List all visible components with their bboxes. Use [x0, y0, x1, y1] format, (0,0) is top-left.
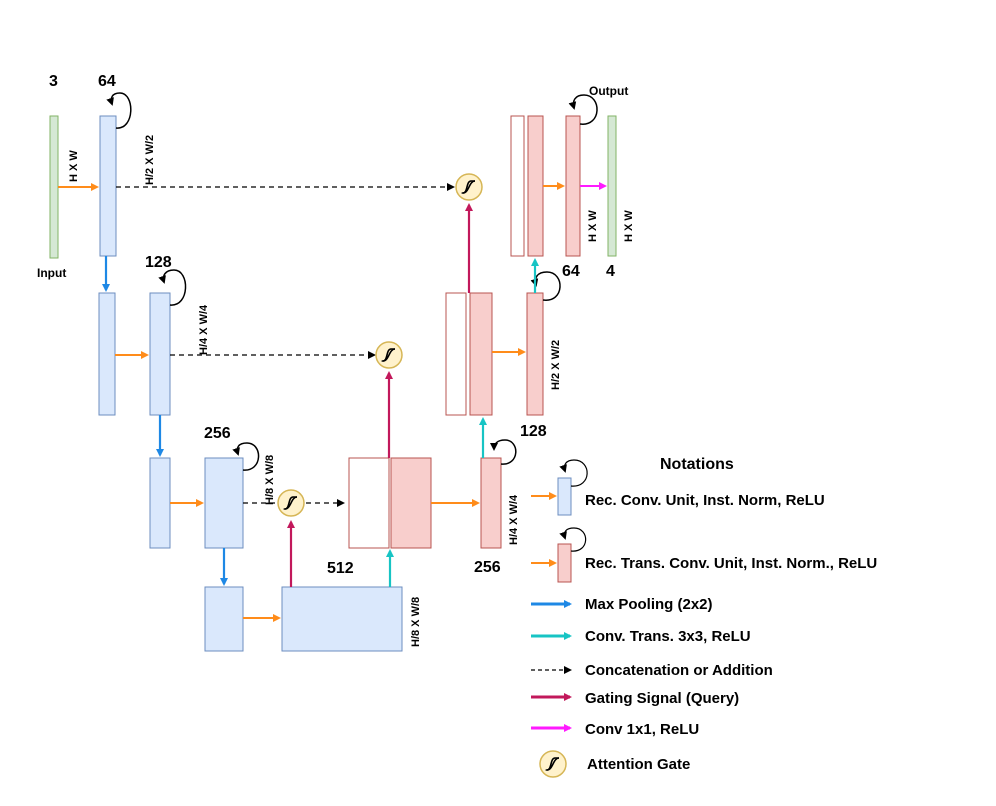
enc3-channels-label: 256: [204, 425, 231, 442]
notations-title: Notations: [660, 456, 734, 473]
dec3-dim-label: H/4 X W/4: [508, 494, 520, 545]
enc3-recurrent-loop: [232, 442, 260, 471]
attention-gate-3-icon: [277, 489, 305, 517]
enc3-block: [204, 457, 244, 549]
legend-conv1x1-text: Conv 1x1, ReLU: [585, 721, 699, 738]
dec3-block: [480, 457, 502, 549]
dec1-concat-up-block: [527, 115, 544, 257]
legend-rec-trans-text: Rec. Trans. Conv. Unit, Inst. Norm., ReL…: [585, 555, 877, 572]
legend-rec-trans-block: [557, 543, 572, 583]
dec1-channels-label: 64: [562, 263, 580, 280]
legend-concat-text: Concatenation or Addition: [585, 662, 773, 679]
output-channels-label: 4: [606, 263, 615, 280]
bottleneck-channels-label: 512: [327, 560, 354, 577]
enc2-block: [149, 292, 171, 416]
dec2-dim-label: H/2 X W/2: [550, 340, 562, 390]
enc2-channels-label: 128: [145, 254, 172, 271]
enc3-pool-block: [149, 457, 171, 549]
output-label: Output: [589, 84, 628, 98]
dec1-concat-skip-block: [510, 115, 525, 257]
dec3-concat-up-block: [390, 457, 432, 549]
enc1-block: [99, 115, 117, 257]
dec3-channels-label: 256: [474, 559, 501, 576]
attention-gate-1-icon: [455, 173, 483, 201]
legend-gating-text: Gating Signal (Query): [585, 690, 739, 707]
enc3-dim-label: H/8 X W/8: [264, 455, 276, 505]
notations-legend: Notations Rec. Conv. Unit, Inst. Norm, R…: [531, 456, 877, 778]
output-dim-label: H X W: [623, 210, 635, 242]
legend-attention-text: Attention Gate: [587, 756, 690, 773]
dec3-concat-skip-block: [348, 457, 390, 549]
dec2-channels-label: 128: [520, 423, 547, 440]
legend-convtrans-text: Conv. Trans. 3x3, ReLU: [585, 628, 751, 645]
legend-rec-conv-loop: [559, 459, 588, 487]
legend-rec-trans-loop: [559, 527, 587, 552]
input-channels-label: 3: [49, 73, 58, 90]
input-block: [49, 115, 59, 259]
dec1-recurrent-loop: [568, 94, 598, 125]
legend-rec-conv-text: Rec. Conv. Unit, Inst. Norm, ReLU: [585, 492, 825, 509]
bottleneck-dim-label: H/8 X W/8: [410, 597, 422, 647]
dec1-block: [565, 115, 581, 257]
input-dim-label: H X W: [68, 150, 80, 182]
dec2-concat-up-block: [469, 292, 493, 416]
legend-attention-gate-icon: [539, 750, 567, 778]
dec2-block: [526, 292, 544, 416]
enc1-dim-label: H/2 X W/2: [144, 135, 156, 185]
input-label: Input: [37, 266, 66, 280]
legend-maxpool-text: Max Pooling (2x2): [585, 596, 713, 613]
dec2-concat-skip-block: [445, 292, 467, 416]
dec3-recurrent-loop: [490, 439, 517, 465]
legend-rec-conv-block: [557, 477, 572, 516]
enc2-recurrent-loop: [158, 269, 187, 306]
attention-gate-2-icon: [375, 341, 403, 369]
dec1-dim-label: H X W: [587, 210, 599, 242]
bottleneck-pool-block: [204, 586, 244, 652]
enc2-pool-block: [98, 292, 116, 416]
enc1-recurrent-loop: [106, 92, 132, 129]
bottleneck-block: [281, 586, 403, 652]
enc1-channels-label: 64: [98, 73, 116, 90]
output-block: [607, 115, 617, 257]
enc2-dim-label: H/4 X W/4: [198, 304, 210, 355]
